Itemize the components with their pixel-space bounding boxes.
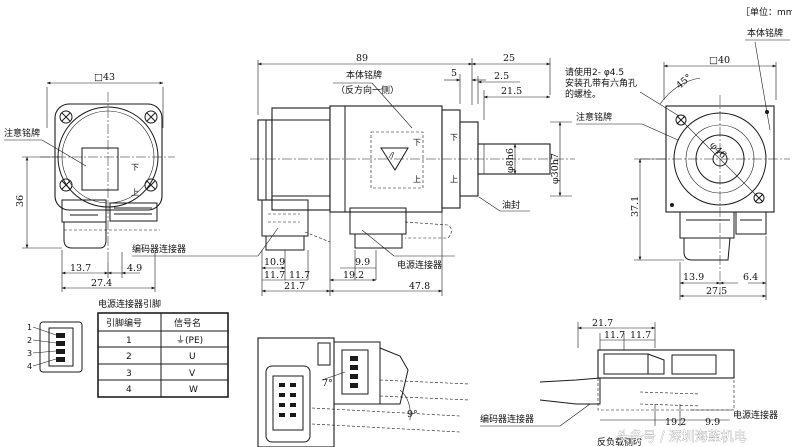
label-encoder-connector-side: 编码器连接器 <box>132 243 186 255</box>
dim-10-9: 10.9 <box>264 257 285 268</box>
dim-9-9-bottom: 9.9 <box>705 417 720 428</box>
flange-mark-up: 上 <box>450 175 458 184</box>
detail-power-connector <box>333 341 381 405</box>
label-power-pins-title: 电源连接器引脚 <box>98 298 161 310</box>
label-caution-plate-right: 注意铭牌 <box>576 111 612 123</box>
dim-phi8h6: φ8h6 <box>505 148 516 173</box>
dim-25: 25 <box>503 53 515 64</box>
label-power-connector-side: 电源连接器 <box>397 259 442 271</box>
pin-num-4: 4 <box>27 362 32 371</box>
caution-plate-outline <box>81 147 119 191</box>
pin-num-2: 2 <box>27 336 32 345</box>
unit-note: ［单位：mm］ <box>741 6 792 18</box>
dim-21-5: 21.5 <box>501 86 522 97</box>
dim-37-1: 37.1 <box>630 196 641 217</box>
pin-table-cell: ⏚(PE) <box>176 335 203 346</box>
label-nameplate-front: 本体铭牌 <box>747 27 783 39</box>
label-caution-plate-front: 注意铭牌 <box>4 127 40 139</box>
load-side-power-connector <box>735 211 767 235</box>
label-encoder-connector-bottom: 编码器连接器 <box>480 413 534 425</box>
dim-19-2-side: 19.2 <box>343 270 364 281</box>
flange-mark-down: 下 <box>450 133 458 142</box>
dim-45-deg: 45° <box>674 72 694 91</box>
bottom-view: 21.7 11.7 11.7 19.2 9.9 编码器连接器 电源连接器 反负载… <box>480 318 778 447</box>
detail-housing <box>257 337 335 447</box>
load-side-encoder-connector <box>679 211 735 239</box>
dim-47-8: 47.8 <box>409 281 430 292</box>
pin-table-cell: 1 <box>126 336 132 346</box>
front-power-connector <box>109 202 158 222</box>
corner-screws <box>59 110 158 192</box>
dim-2-5: 2.5 <box>494 71 509 82</box>
dim-11-7-a: 11.7 <box>264 270 285 281</box>
dim-11-7-b: 11.7 <box>289 270 310 281</box>
dim-square-43: □43 <box>94 72 115 83</box>
pin-table <box>97 312 229 398</box>
dim-13-7-front: 13.7 <box>70 263 91 274</box>
label-nameplate-note: （反方向一侧） <box>336 84 399 96</box>
side-encoder-connector <box>261 199 309 237</box>
dim-6-4: 6.4 <box>743 272 758 283</box>
label-oil-seal: 油封 <box>502 199 520 211</box>
front-mark-up: 上 <box>131 188 139 197</box>
pin-table-cell: V <box>189 369 196 379</box>
watermark: 头条号 / 深圳海蓝机电 <box>617 429 747 445</box>
dim-4-9: 4.9 <box>127 263 142 274</box>
dim-angle-9: 9° <box>407 409 418 420</box>
pin-num-3: 3 <box>27 349 32 358</box>
label-power-connector-bottom: 电源连接器 <box>733 409 778 421</box>
dim-11-7-bottom-a: 11.7 <box>604 330 625 341</box>
pin-table-cell: U <box>189 352 196 362</box>
pin-table-cell: 4 <box>126 385 132 395</box>
front-encoder-connector <box>61 199 107 223</box>
dim-89: 89 <box>356 53 368 64</box>
detail-encoder-connector <box>265 365 311 443</box>
dim-square-40: □40 <box>709 55 730 66</box>
front-mark-down: 下 <box>131 163 139 172</box>
pin-table-cell: 3 <box>126 369 132 379</box>
side-mark-slash: ⁄/ <box>388 151 394 160</box>
label-mount-hole-2: 安装孔带有六角孔 <box>565 77 637 89</box>
dim-27-4: 27.4 <box>91 278 112 289</box>
pin-table-header-signal: 信号名 <box>174 317 201 329</box>
dim-angle-7: 7° <box>322 378 333 389</box>
side-view: 89 25 5 2.5 21.5 ⁄/ 下 上 <box>132 53 575 296</box>
dim-36: 36 <box>15 195 26 207</box>
front-view-load-side: □40 φ46 45° 本体铭牌 注意铭牌 请使用2- φ4.5 安装孔带有六角 <box>565 27 790 300</box>
side-mark-down: 下 <box>413 138 421 147</box>
dim-11-7-bottom-b: 11.7 <box>630 330 651 341</box>
pin-table-cell: W <box>189 385 198 395</box>
pin-table-header-pin: 引脚编号 <box>106 317 142 329</box>
label-reverse-load-side: 反负载侧时 <box>597 436 642 447</box>
dim-9-9-side: 9.9 <box>355 257 370 268</box>
dim-21-7-bottom: 21.7 <box>592 318 613 329</box>
side-power-connector <box>349 207 407 235</box>
front-view-encoder-side: □43 下 上 注意铭牌 36 <box>4 72 175 292</box>
label-mount-hole-3: 的螺栓。 <box>565 88 601 100</box>
power-connector-pin-section: 电源连接器引脚 1 2 3 4 引脚编号 信号名 1 ⏚(PE) 2 U 3 V… <box>27 298 229 398</box>
dim-5: 5 <box>451 68 457 79</box>
label-mount-hole-1: 请使用2- φ4.5 <box>565 66 624 78</box>
dim-21-7-side: 21.7 <box>284 281 305 292</box>
side-mark-up: 上 <box>413 175 421 184</box>
nameplate-hidden-area <box>370 131 424 189</box>
dim-phi30h7: φ30h7 <box>550 153 561 184</box>
connector-detail-view: 7° 9° <box>257 337 471 447</box>
pin-table-cell: 2 <box>126 352 132 362</box>
pin-num-1: 1 <box>27 323 32 332</box>
dim-27-5: 27.5 <box>706 286 727 297</box>
dim-19-2-bottom: 19.2 <box>665 417 686 428</box>
encoder-end-cap <box>257 119 273 201</box>
label-nameplate-side: 本体铭牌 <box>346 69 382 81</box>
pin-connector-body <box>39 321 83 373</box>
dim-13-9: 13.9 <box>683 272 704 283</box>
